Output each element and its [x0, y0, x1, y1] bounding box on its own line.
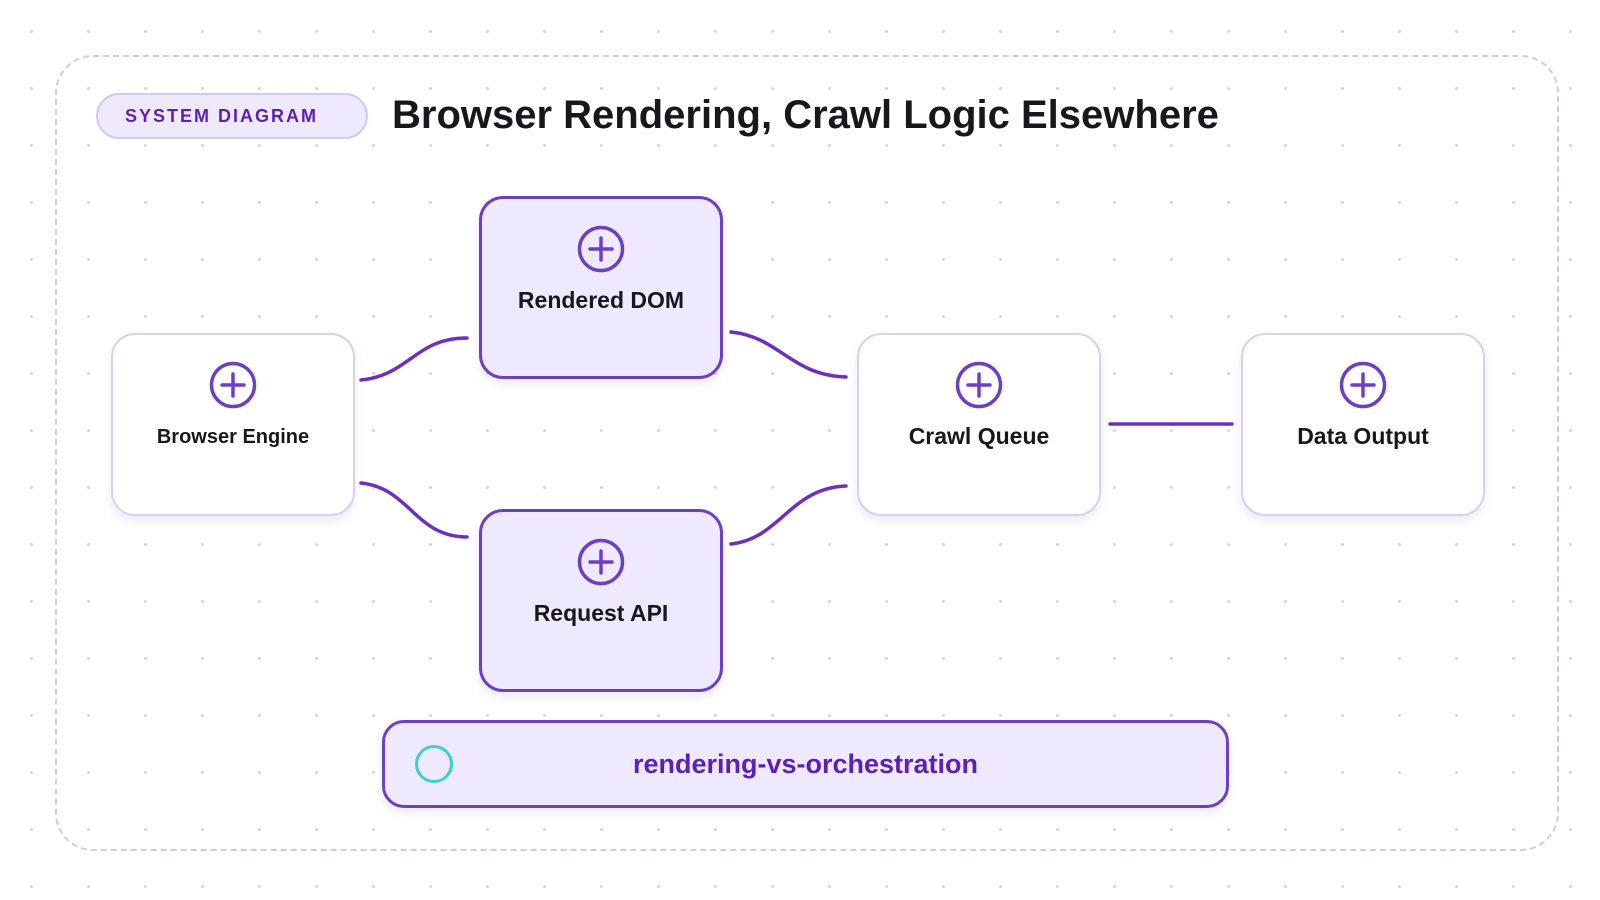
node-label: Crawl Queue: [908, 423, 1050, 449]
node-request-api[interactable]: Request API: [479, 509, 723, 692]
edge-browser-engine-request-api: [359, 481, 469, 539]
banner-label: rendering-vs-orchestration: [632, 749, 979, 779]
plus-circle-icon: [209, 361, 257, 409]
system-diagram-tag: SYSTEM DIAGRAM: [96, 93, 368, 139]
plus-circle-icon: [1339, 361, 1387, 409]
edge-request-api-crawl-queue: [729, 484, 848, 546]
edge-rendered-dom-crawl-queue: [729, 330, 848, 379]
edge-browser-engine-rendered-dom: [359, 336, 469, 382]
node-browser-engine[interactable]: Browser Engine: [111, 333, 355, 516]
plus-circle-icon: [955, 361, 1003, 409]
plus-circle-icon: [577, 225, 625, 273]
diagram-frame: [55, 55, 1559, 851]
node-label: Request API: [533, 600, 669, 626]
node-label: Browser Engine: [156, 426, 310, 448]
node-crawl-queue[interactable]: Crawl Queue: [857, 333, 1101, 516]
rendering-vs-orchestration-banner[interactable]: rendering-vs-orchestration: [382, 720, 1229, 808]
node-label: Data Output: [1297, 423, 1429, 449]
diagram-title: Browser Rendering, Crawl Logic Elsewhere: [392, 93, 1219, 137]
ring-icon: [415, 745, 453, 783]
node-data-output[interactable]: Data Output: [1241, 333, 1485, 516]
node-rendered-dom[interactable]: Rendered DOM: [479, 196, 723, 379]
node-label: Rendered DOM: [517, 287, 685, 313]
plus-circle-icon: [577, 538, 625, 586]
